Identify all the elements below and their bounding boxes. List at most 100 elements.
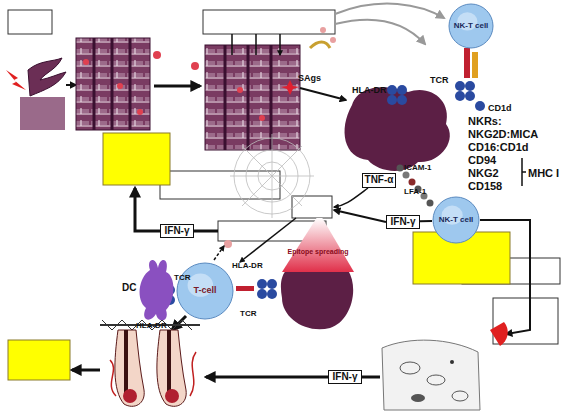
part-label: CD16:CD1d <box>468 142 529 153</box>
part-label: DC <box>122 283 136 293</box>
part-label: TCR <box>174 274 190 282</box>
hair-strand <box>28 58 66 96</box>
tissue-outline <box>382 340 480 410</box>
tcr-chain <box>464 48 470 78</box>
part-label: LFA-1 <box>404 188 426 196</box>
arrow <box>334 210 386 222</box>
cytokine-box: IFN-γ <box>160 224 194 238</box>
antigen-presenting-cell <box>345 87 450 171</box>
molecule-bead <box>387 85 397 95</box>
cytokine-box: IFN-γ <box>328 370 362 384</box>
part-label: HLA-DR <box>232 262 263 270</box>
part-label: SAgs <box>298 74 321 83</box>
tissue-column <box>94 38 130 130</box>
epitope-triangle: Epitope spreading <box>282 218 354 272</box>
cell-body <box>449 4 493 48</box>
cytokine-box: IFN-γ <box>386 215 420 229</box>
molecule-bead <box>257 279 267 289</box>
connector <box>420 220 432 222</box>
antigen-dot <box>191 62 199 70</box>
molecule-bead <box>455 91 465 101</box>
yellow-box <box>103 133 170 185</box>
molecule-bead <box>465 81 475 91</box>
part-label: NKG2D:MICA <box>468 129 538 140</box>
part-label: MHC I <box>528 168 559 179</box>
node-text: NK-T cell <box>454 22 489 30</box>
part-label: TCR <box>240 310 256 318</box>
cytokine-web <box>230 134 314 218</box>
follicle-shape <box>157 330 186 406</box>
blood-vessel <box>110 352 196 396</box>
pie-symbol <box>490 322 508 346</box>
follicle-bulb <box>123 389 137 403</box>
part-label: HLA-DR <box>352 86 387 95</box>
cell-body <box>177 263 233 319</box>
node-text: IFN-γ <box>165 226 190 237</box>
tissue-cell <box>400 362 420 374</box>
tcr-complex <box>387 48 485 111</box>
spacer <box>135 112 136 133</box>
dendritic-cell <box>140 260 174 320</box>
web-spoke <box>230 134 314 218</box>
hair-shaft <box>126 330 169 398</box>
antigen-dot <box>320 27 326 33</box>
antigen-dot <box>330 37 336 43</box>
tcr-chain <box>236 286 254 291</box>
cytokine-dot <box>224 240 232 248</box>
receptor-symbol <box>310 42 330 48</box>
bracket <box>522 158 526 186</box>
part-label: NKRs: <box>468 116 502 127</box>
molecule-bead <box>403 172 410 179</box>
arrow <box>232 34 280 55</box>
adhesion-molecule <box>397 165 434 207</box>
node-text: TNF-α <box>365 175 394 186</box>
part-label: CD94 <box>468 155 496 166</box>
follicle-bulb <box>165 389 179 403</box>
empty-box <box>203 10 335 34</box>
arrow <box>240 218 296 262</box>
molecule-bead <box>397 95 407 105</box>
arrow <box>480 220 530 334</box>
arrow <box>334 188 368 207</box>
tissue-section <box>382 322 508 410</box>
arrow <box>300 88 346 100</box>
yellow-box <box>8 340 70 380</box>
lightning-symbol <box>6 70 26 90</box>
node-text: IFN-γ <box>333 372 358 383</box>
tissue-dot <box>450 360 454 364</box>
molecule-bead <box>267 279 277 289</box>
part-label: CD158 <box>468 181 502 192</box>
arrow <box>154 85 200 88</box>
cell-circle: NK-T cell <box>432 196 480 244</box>
cell-circle: NK-T cell <box>448 3 494 49</box>
molecule-bead <box>387 95 397 105</box>
antigen-dot <box>259 115 265 121</box>
cell-circle: T-cell <box>176 262 234 320</box>
tissue-column <box>225 45 271 150</box>
part-label: HLA-DR <box>136 322 167 330</box>
tcr-chain <box>472 52 478 78</box>
molecule-bead <box>427 200 434 207</box>
molecule-bead <box>465 91 475 101</box>
empty-box <box>292 196 332 218</box>
cytokine-box: TNF-α <box>362 173 396 188</box>
molecule-bead <box>257 289 267 299</box>
node-text: NK-T cell <box>439 216 474 224</box>
empty-box <box>160 171 280 199</box>
cell-body <box>433 197 479 243</box>
part-label: ICAM-1 <box>404 164 432 172</box>
tissue-cell <box>452 391 468 401</box>
curved-arrow <box>335 4 444 18</box>
molecule-bead <box>409 179 416 186</box>
part-label: NKG2 <box>468 168 499 179</box>
node-text: T-cell <box>193 286 216 295</box>
epithelium-tissue <box>76 38 150 130</box>
arrow <box>214 246 224 260</box>
antigen-dot <box>153 51 161 59</box>
epithelium-tissue <box>205 45 300 150</box>
node-text: IFN-γ <box>391 217 416 228</box>
superantigen-star <box>281 80 299 95</box>
node-text: Epitope spreading <box>287 235 348 256</box>
arrow <box>66 84 76 86</box>
